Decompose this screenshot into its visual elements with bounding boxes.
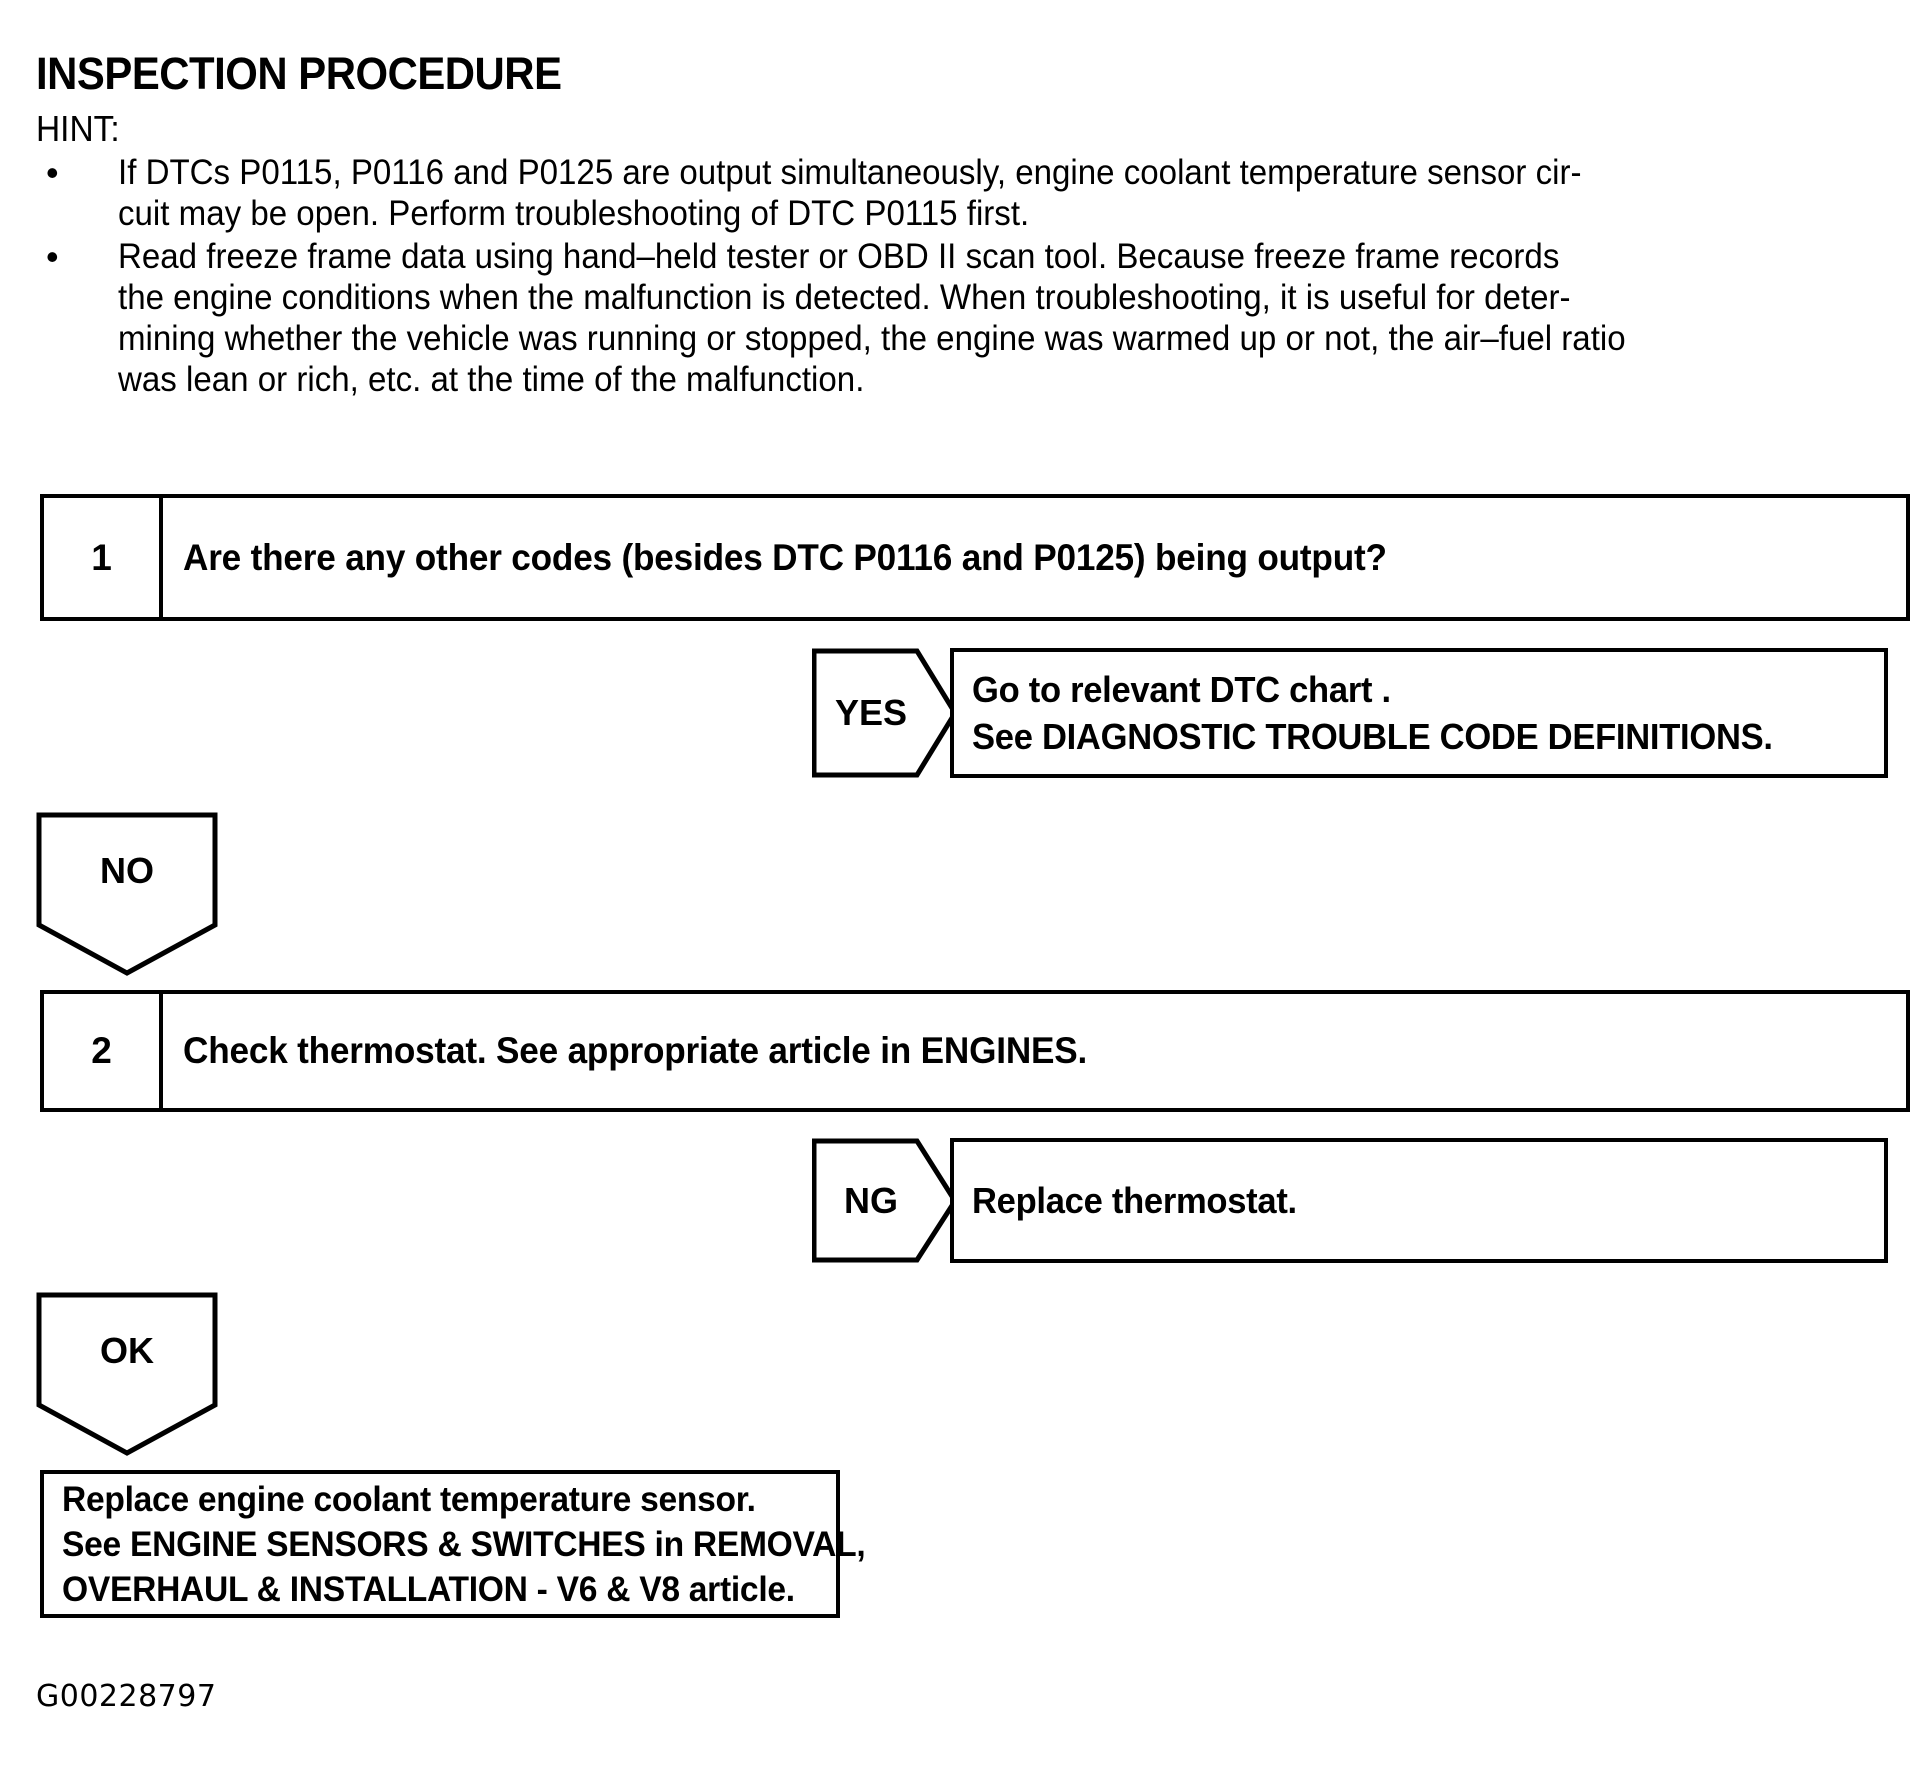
hint-label: HINT: — [36, 108, 120, 149]
ng-result-box: Replace thermostat. — [950, 1138, 1888, 1263]
final-result-line: Replace engine coolant temperature senso… — [62, 1479, 756, 1519]
ng-result-line: Replace thermostat. — [972, 1180, 1297, 1221]
no-label: NO — [100, 850, 154, 891]
hint-item: • If DTCs P0115, P0116 and P0125 are out… — [36, 152, 1916, 234]
yes-result-box: Go to relevant DTC chart . See DIAGNOSTI… — [950, 648, 1888, 778]
branch-ok: OK — [36, 1292, 218, 1457]
final-result-line: See ENGINE SENSORS & SWITCHES in REMOVAL… — [62, 1524, 866, 1564]
ok-arrow-icon — [36, 1292, 218, 1456]
hint-item: • Read freeze frame data using hand–held… — [36, 236, 1916, 400]
step-2-instruction-text: Check thermostat. See appropriate articl… — [183, 1030, 1088, 1071]
final-result-box: Replace engine coolant temperature senso… — [40, 1470, 866, 1618]
yes-label: YES — [834, 692, 908, 733]
hint-list: • If DTCs P0115, P0116 and P0125 are out… — [36, 152, 1916, 402]
figure-reference-code: G00228797 — [36, 1679, 217, 1714]
bullet-icon: • — [46, 236, 59, 277]
branch-yes: YES Go to relevant DTC chart . See DIAGN… — [812, 648, 1910, 778]
hint-text: If DTCs P0115, P0116 and P0125 are outpu… — [118, 153, 1582, 233]
bullet-icon: • — [46, 152, 59, 193]
yes-result-line: Go to relevant DTC chart . — [972, 669, 1391, 710]
step-1-number: 1 — [44, 498, 163, 617]
ok-label: OK — [100, 1330, 154, 1371]
ng-arrow-icon — [812, 1138, 957, 1263]
step-2-instruction: Check thermostat. See appropriate articl… — [163, 994, 1906, 1108]
yes-arrow-icon — [812, 648, 957, 778]
page-title: INSPECTION PROCEDURE — [36, 48, 562, 99]
step-2-number: 2 — [44, 994, 163, 1108]
no-arrow-icon — [36, 812, 218, 976]
step-1-question-text: Are there any other codes (besides DTC P… — [183, 536, 1387, 578]
step-1-box: 1 Are there any other codes (besides DTC… — [40, 494, 1910, 621]
ng-label: NG — [844, 1179, 898, 1221]
branch-ng: NG Replace thermostat. — [812, 1138, 1910, 1263]
hint-text: Read freeze frame data using hand–held t… — [118, 237, 1626, 399]
final-result-line: OVERHAUL & INSTALLATION - V6 & V8 articl… — [62, 1569, 795, 1609]
step-1-question: Are there any other codes (besides DTC P… — [163, 498, 1906, 617]
branch-no: NO — [36, 812, 218, 977]
yes-result-line: See DIAGNOSTIC TROUBLE CODE DEFINITIONS. — [972, 716, 1773, 757]
step-2-box: 2 Check thermostat. See appropriate arti… — [40, 990, 1910, 1112]
